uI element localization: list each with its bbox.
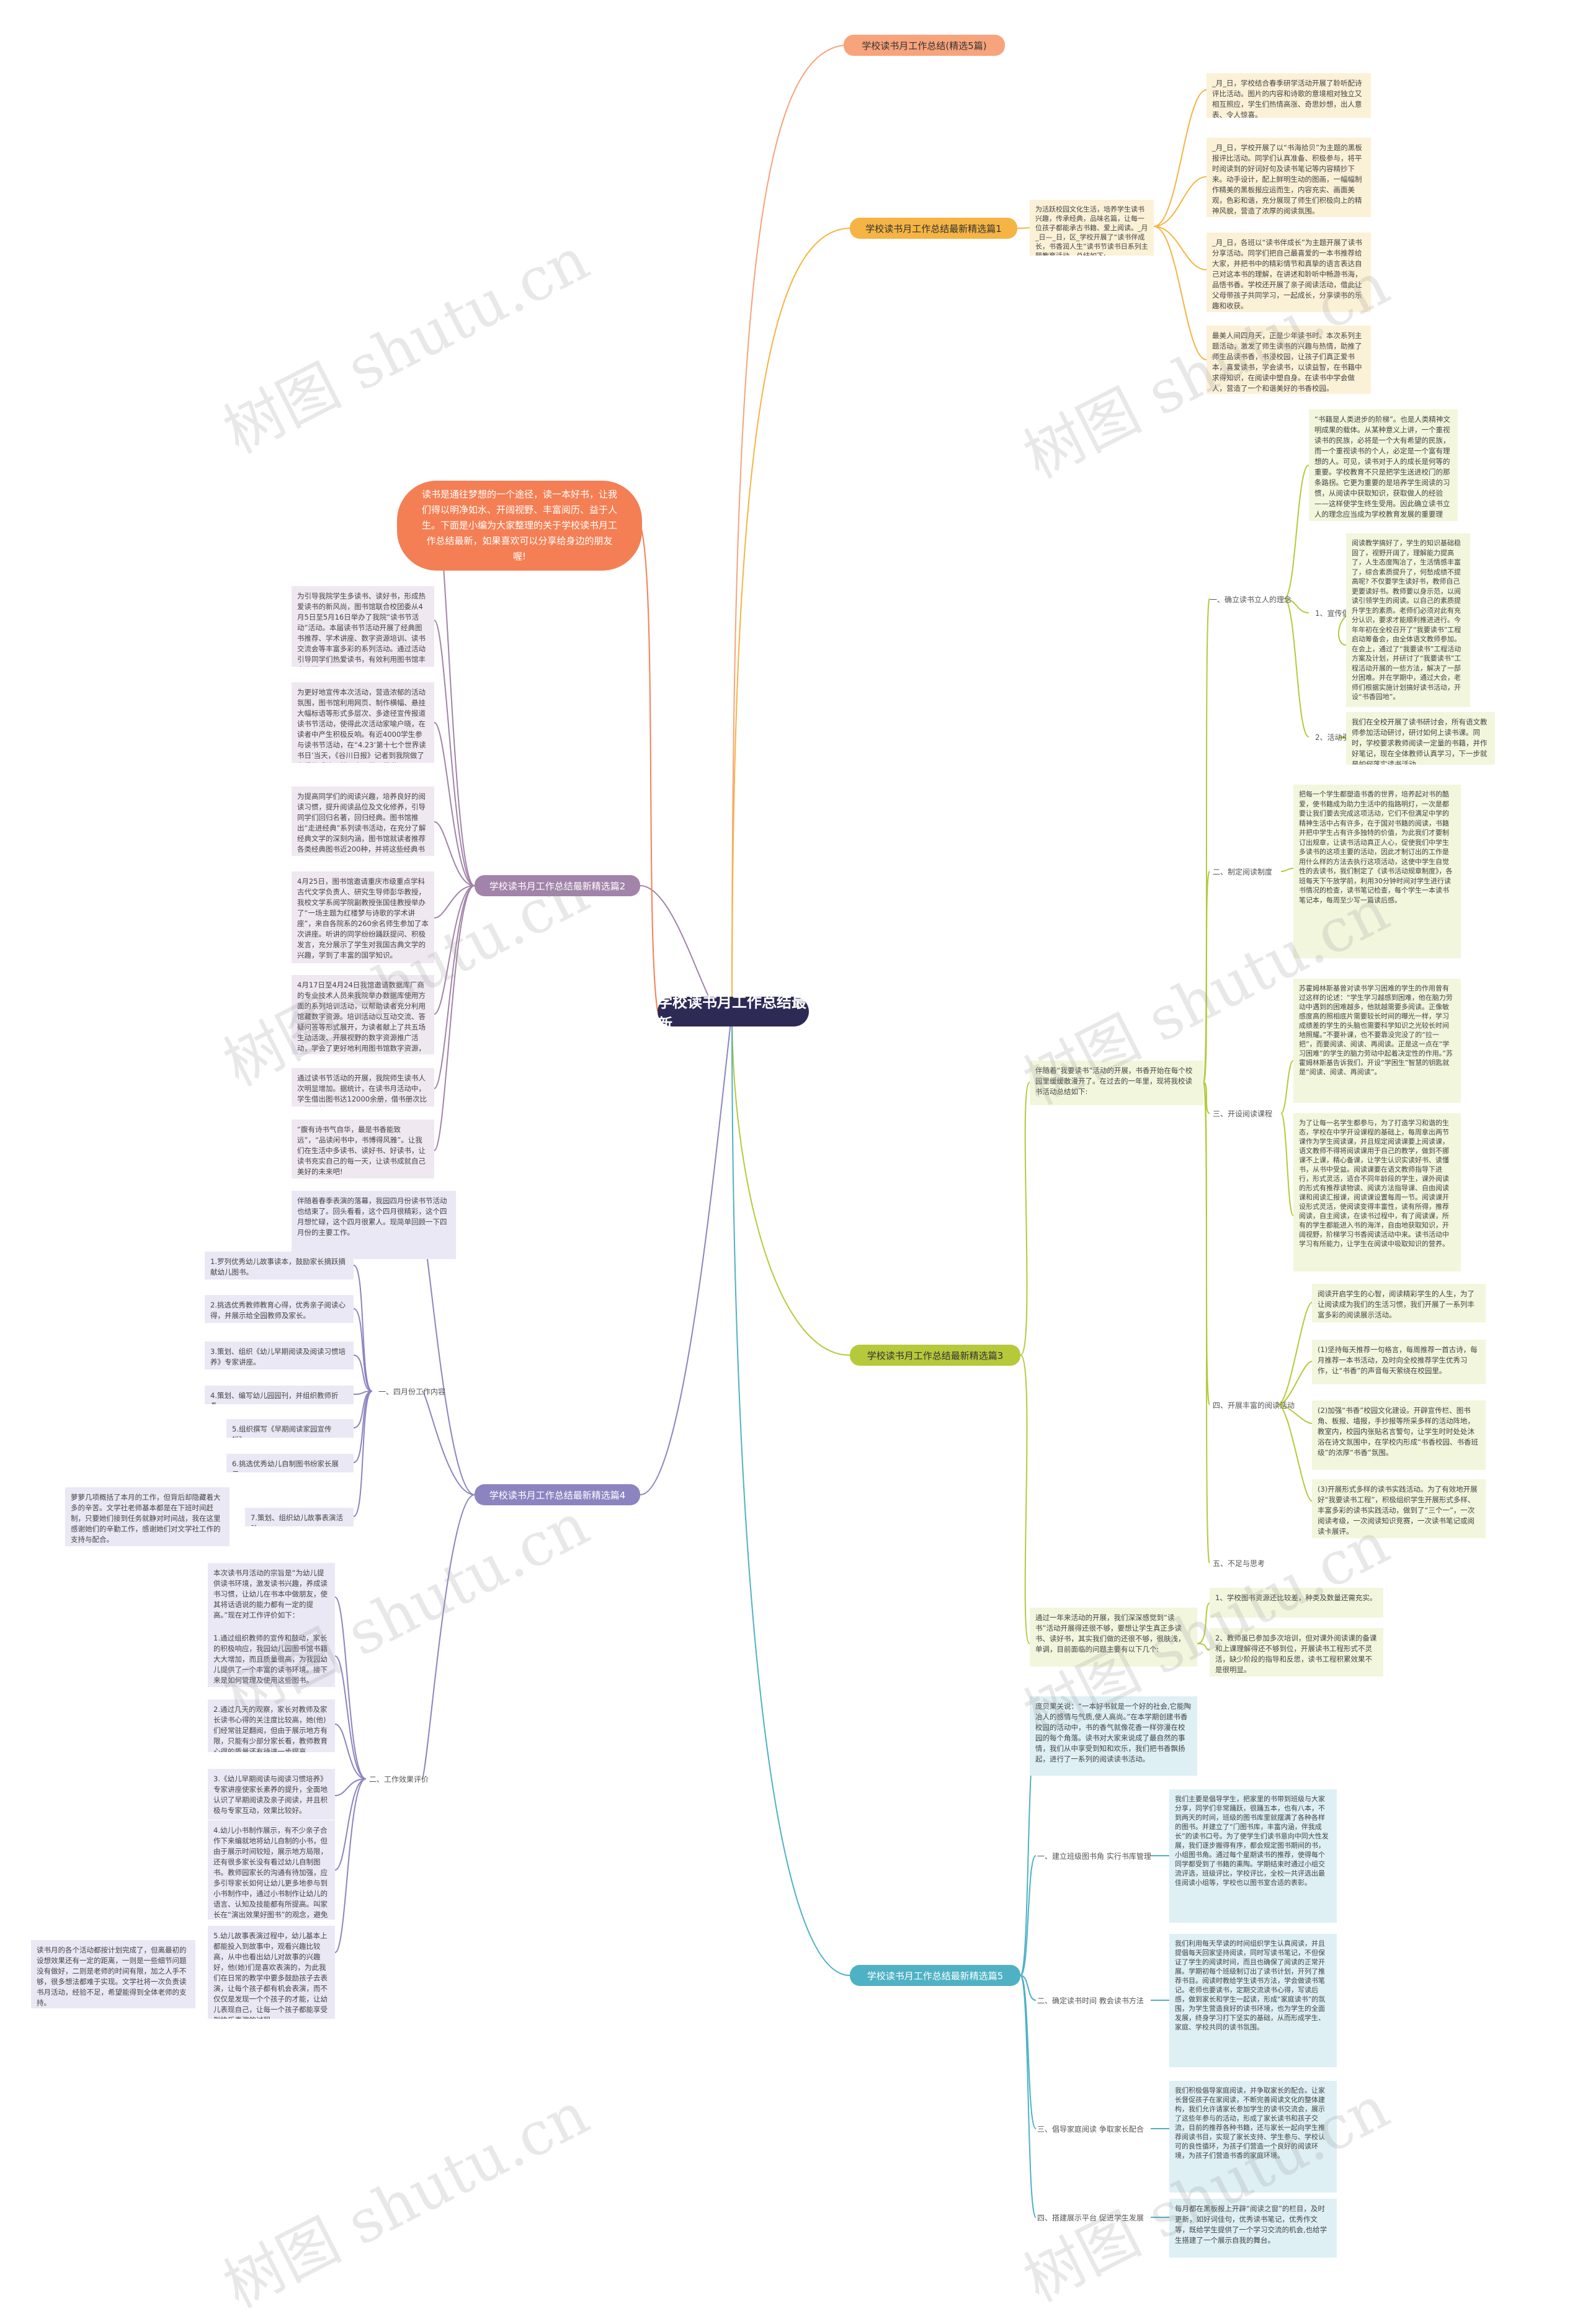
part3-sec3-text2: 为了让每一名学生都参与，为了打造学习和谐的生态，学校在中学开设课程的基础上，每周… xyxy=(1293,1113,1461,1271)
part5-sec4-text: 每月都在黑板报上开辟“阅读之窗”的栏目，及时更新，如好词佳句，优秀读书笔记，优秀… xyxy=(1169,2199,1337,2258)
part5-sec1-text: 我们主要是倡导学生，把家里的书带到班级与大家分享，同学们非常踊跃，很踊五本，也有… xyxy=(1169,1789,1337,1923)
part4-section-1[interactable]: 一、四月份工作内容 xyxy=(378,1387,446,1396)
part4-section-2[interactable]: 二、工作效果评价 xyxy=(369,1775,429,1784)
part4-sec1-item: 1.罗列优秀幼儿故事读本，鼓励家长摘跃摘献幼儿图书。 xyxy=(205,1252,354,1280)
mindmap-links xyxy=(334,45,1356,2218)
part3-sec4-item: (3)开展形式多样的读书实践活动。为了有效地开展好“我要读书工程”，积极组织学生… xyxy=(1312,1479,1486,1538)
part4-sec2-item: 4.幼儿小书制作展示，有不少亲子合作下来编就地将幼儿自制的小书，但由于展示时间较… xyxy=(208,1820,335,1920)
intro-bubble[interactable]: 读书是通往梦想的一个途径，读一本好书，让我们得以明净如水、开阔视野、丰富阅历、益… xyxy=(397,481,642,571)
branch-part-3[interactable]: 学校读书月工作总结最新精选篇3 xyxy=(850,1345,1020,1366)
part3-sec4-intro: 阅读开启学生的心智，阅读精彩学生的人生，为了让阅读成为我们的生活习惯，我们开展了… xyxy=(1312,1284,1486,1322)
branch-overview[interactable]: 学校读书月工作总结(精选5篇) xyxy=(844,35,1005,56)
part4-sec1-item: 5.组织撰写《早期阅读家园宣传栏》。 xyxy=(226,1419,354,1438)
part3-sec1-a: 阅读教学搞好了，学生的知识基础稳固了，视野开阔了，理解能力提高了，人生态度陶冶了… xyxy=(1346,533,1470,707)
part1-item: _月_日，学校结合春季研学活动开展了聆听配诗评比活动。图片的内容和诗歌的意境相对… xyxy=(1207,73,1371,118)
part3-sec1-text: “书籍是人类进步的阶梯”。也是人类精神文明成果的载体。从某种意义上讲，一个重视读… xyxy=(1309,409,1458,521)
part3-sec5-item: 2、教师虽已参加多次培训，但对课外阅读课的备课和上课理解得还不够到位，开展读书工… xyxy=(1210,1628,1383,1676)
part2-item: 为更好地宣传本次活动，营造浓郁的活动氛围，图书馆利用网页、制作横幅、悬挂大幅标语… xyxy=(292,682,434,763)
part5-section-3[interactable]: 三、倡导家庭阅读 争取家长配合 xyxy=(1037,2125,1144,2134)
part5-section-2[interactable]: 二、确定读书时间 教会读书方法 xyxy=(1037,1997,1144,2005)
part5-sec2-text: 我们利用每天早读的时间组织学生认真阅读，并且提倡每天回家坚持阅读，同时写读书笔记… xyxy=(1169,1934,1337,2067)
part3-section-3[interactable]: 三、开设阅读课程 xyxy=(1213,1110,1273,1118)
part4-sec2-item: 5.幼儿故事表演过程中，幼儿基本上都能投入到故事中，观看兴趣比较高，从中也看出幼… xyxy=(208,1926,335,2019)
branch-part-2[interactable]: 学校读书月工作总结最新精选篇2 xyxy=(475,875,640,896)
part4-sec2-item: 1.通过组织教师的宣传和鼓动，家长的积极响应，我园幼儿园图书馆书籍大大增加，而且… xyxy=(208,1628,335,1687)
branch-part-5[interactable]: 学校读书月工作总结最新精选篇5 xyxy=(850,1965,1020,1986)
part4-sec1-note: 萝萝几项概括了本月的工作，但背后却隐藏着大多的辛苦。文学社老师基本都是在下班时间… xyxy=(65,1487,230,1546)
part3-sec4-item: (2)加强“书香”校园文化建设。开辟宣传栏、图书角、板报、墙报，手抄报等所采多样… xyxy=(1312,1400,1486,1470)
part5-section-1[interactable]: 一、建立班级图书角 实行书库管理 xyxy=(1037,1852,1151,1861)
part4-sec1-item: 2.挑选优秀教师教育心得，优秀亲子阅读心得，并展示给全园教师及家长。 xyxy=(205,1295,354,1323)
part2-item: 4月25日，图书馆邀请重庆市级重点学科古代文学负责人、研究生导师彭华教授，我校文… xyxy=(292,871,434,963)
part3-sec3-text: 苏霍姆林斯基曾对读书学习困难的学生的作用曾有过这样的论述：“学生学习越感到困难，… xyxy=(1293,979,1461,1103)
part4-sec2-item: 3.《幼儿早期阅读与阅读习惯培养》专家讲座使家长素养的提升，全面地认识了早期阅读… xyxy=(208,1769,335,1820)
part4-sec1-item: 3.策划、组织《幼儿早期阅读及阅读习惯培养》专家讲座。 xyxy=(205,1342,354,1369)
part3-sec4-item: (1)坚持每天推荐一句格言，每周推荐一首古诗，每月推荐一本书活动，及时向全校推荐… xyxy=(1312,1340,1486,1384)
part4-sec2-note: 读书月的各个活动都按计划完成了，但离最初的设想效果还有一定的距离，一则是一些细节… xyxy=(31,1940,195,2008)
part3-section-2[interactable]: 二、制定阅读制度 xyxy=(1213,868,1273,876)
part2-item: 为提高同学们的阅读兴趣，培养良好的阅读习惯，提升阅读品位及文化修养，引导同学们回… xyxy=(292,786,434,856)
part5-sec3-text: 我们积极倡导家庭阅读，并争取家长的配合。让家长督促孩子在家阅读，不断完善阅读文化… xyxy=(1169,2081,1337,2193)
root-topic[interactable]: 学校读书月工作总结最新 xyxy=(658,994,809,1033)
part3-summary: 伴随着“我要读书”活动的开展，书香开始在每个校园里缓缓散漫开了。在过去的一年里，… xyxy=(1030,1061,1203,1105)
part3-section-4[interactable]: 四、开展丰富的阅读活动 xyxy=(1213,1401,1295,1410)
part3-sec2-text: 把每一个学生都塑造书香的世界，培养起对书的酷爱，使书籍成为助力生活中的指路明灯，… xyxy=(1293,785,1461,958)
part4-summary: 伴随着春季表演的落幕，我园四月份读书节活动也结束了。回头看看，这个四月很精彩，这… xyxy=(292,1191,456,1259)
part4-sec1-item: 6.挑选优秀幼儿自制图书纷家长展示。 xyxy=(226,1454,354,1472)
part4-sec2-item: 本次读书月活动的宗旨是“为幼儿提供读书环境，激发读书兴趣，养成读书习惯，让幼儿在… xyxy=(208,1563,335,1630)
part1-item: 最美人间四月天，正是少年读书时。本次系列主题活动，激发了师生读书的兴趣与热情，助… xyxy=(1207,326,1371,394)
part4-sec2-item: 2.通过几天的观察，家长对教师及家长读书心得的关注度比较高，她(他)们经常驻足翻… xyxy=(208,1699,335,1752)
part3-section-5[interactable]: 五、不足与思考 xyxy=(1213,1559,1265,1568)
part4-sec1-item: 4.策划、编写幼儿园园刊，并组织教师折叠。 xyxy=(205,1386,354,1404)
part1-item: _月_日，学校开展了以“书海拾贝”为主题的黑板报评比活动。同学们认真准备、积极参… xyxy=(1207,138,1371,217)
part2-item: 4月17日至4月24日我馆邀请数据库厂商的专业技术人员来我院举办数据库使用方面的… xyxy=(292,975,434,1054)
part3-sec1-b: 我们在全校开展了读书研讨会，所有语文教师参加活动研讨，研讨如何上读书课。同时，学… xyxy=(1346,712,1495,765)
part2-item: “腹有诗书气自华，最是书香能致远”，“品读闲书中，书博得风雅”。让我们在生活中多… xyxy=(292,1120,434,1178)
part3-section-1[interactable]: 一、确立读书立人的理念 xyxy=(1210,595,1292,604)
part4-sec1-item: 7.策划、组织幼儿故事表演活动。 xyxy=(245,1508,354,1526)
part3-sec5-item: 1、学校图书资源还比较差，种类及数量还需充实。 xyxy=(1210,1588,1383,1618)
part5-summary: 庞贝果关说：“一本好书就是一个好的社会,它能陶冶人的感情与气质,使人高尚。”在本… xyxy=(1030,1696,1197,1776)
part5-section-4[interactable]: 四、搭建展示平台 促进学生发展 xyxy=(1037,2214,1144,2222)
part1-item: _月_日，各班以“读书伴成长”为主题开展了读书分享活动。同学们把自己最喜爱的一本… xyxy=(1207,233,1371,312)
part1-summary: 为活跃校园文化生活，培养学生读书兴趣，传承经典，品味名篇，让每一位孩子都能承古书… xyxy=(1030,200,1154,256)
part3-sec5-intro: 通过一年来活动的开展，我们深深感觉到“读书”活动开展得还很不够，要想让学生真正多… xyxy=(1030,1608,1197,1667)
part2-item: 为引导我院学生多读书、读好书，形成热爱读书的新风尚，图书馆联合校团委从4月5日至… xyxy=(292,586,434,667)
branch-part-1[interactable]: 学校读书月工作总结最新精选篇1 xyxy=(850,218,1017,239)
branch-part-4[interactable]: 学校读书月工作总结最新精选篇4 xyxy=(475,1484,640,1505)
part2-item: 通过读书节活动的开展，我院师生读书人次明显增加。据统计，在读书月活动中，学生借出… xyxy=(292,1068,434,1106)
